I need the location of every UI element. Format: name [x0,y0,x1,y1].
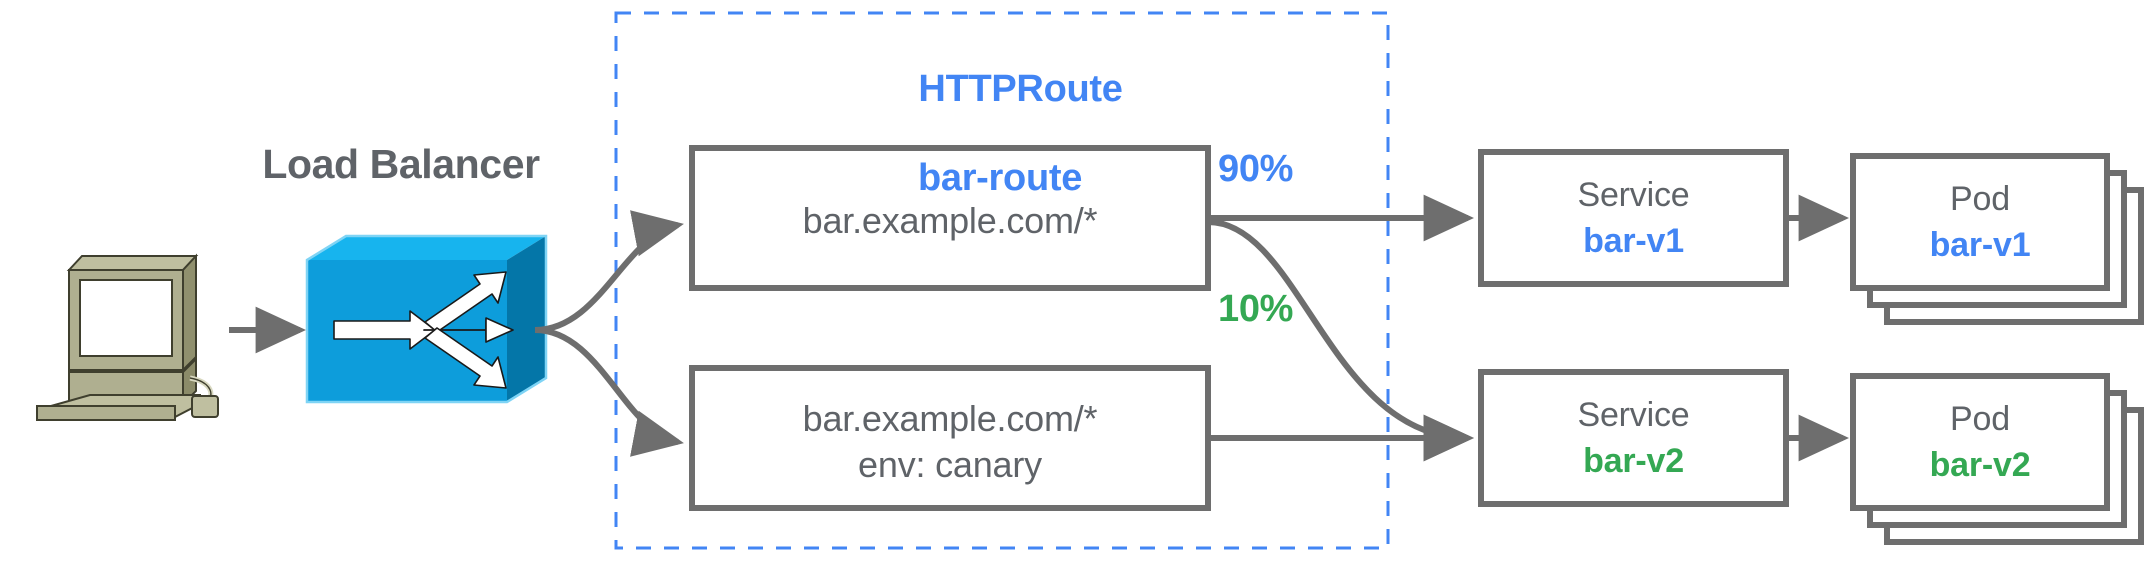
service-v1-name: bar-v1 [1583,222,1684,260]
load-balancer-label: Load Balancer [262,141,540,187]
httproute-title: HTTPRoute bar-route [810,22,1190,291]
workstation-computer-icon [36,253,219,421]
arrow-lb-to-match-primary [534,210,684,333]
load-balancer-switch-icon [305,234,548,404]
pod-stack-bar-v1[interactable] [1850,153,2144,325]
weight-label-10: 10% [1218,288,1294,330]
service-box-bar-v2[interactable] [1478,369,1789,507]
match-primary-hostname: bar.example.com/* [802,200,1098,241]
httproute-boundary [614,11,1390,550]
service-box-bar-v1[interactable] [1478,149,1789,287]
httproute-name: bar-route [917,157,1083,200]
pod-v1-name: bar-v1 [1929,226,2031,264]
pod-stack-bar-v2[interactable] [1850,373,2144,545]
arrow-match-primary-to-service-v2 [1207,219,1474,462]
pod-stack-card-front [1850,373,2110,511]
service-v1-kind: Service [1577,176,1690,214]
pod-v1-kind: Pod [1950,180,2010,218]
match-canary-hostname: bar.example.com/* [802,398,1098,439]
pod-stack-card-front [1850,153,2110,291]
service-v2-kind: Service [1577,396,1690,434]
match-box-canary[interactable] [689,365,1211,511]
pod-v2-name: bar-v2 [1929,446,2031,484]
pod-v2-kind: Pod [1950,400,2010,438]
arrow-lb-to-match-canary [534,327,684,457]
weight-label-90: 90% [1218,148,1294,190]
service-v2-name: bar-v2 [1583,442,1684,480]
httproute-kind: HTTPRoute [918,67,1123,110]
match-canary-header: env: canary [858,444,1042,485]
match-box-primary[interactable] [689,145,1211,291]
